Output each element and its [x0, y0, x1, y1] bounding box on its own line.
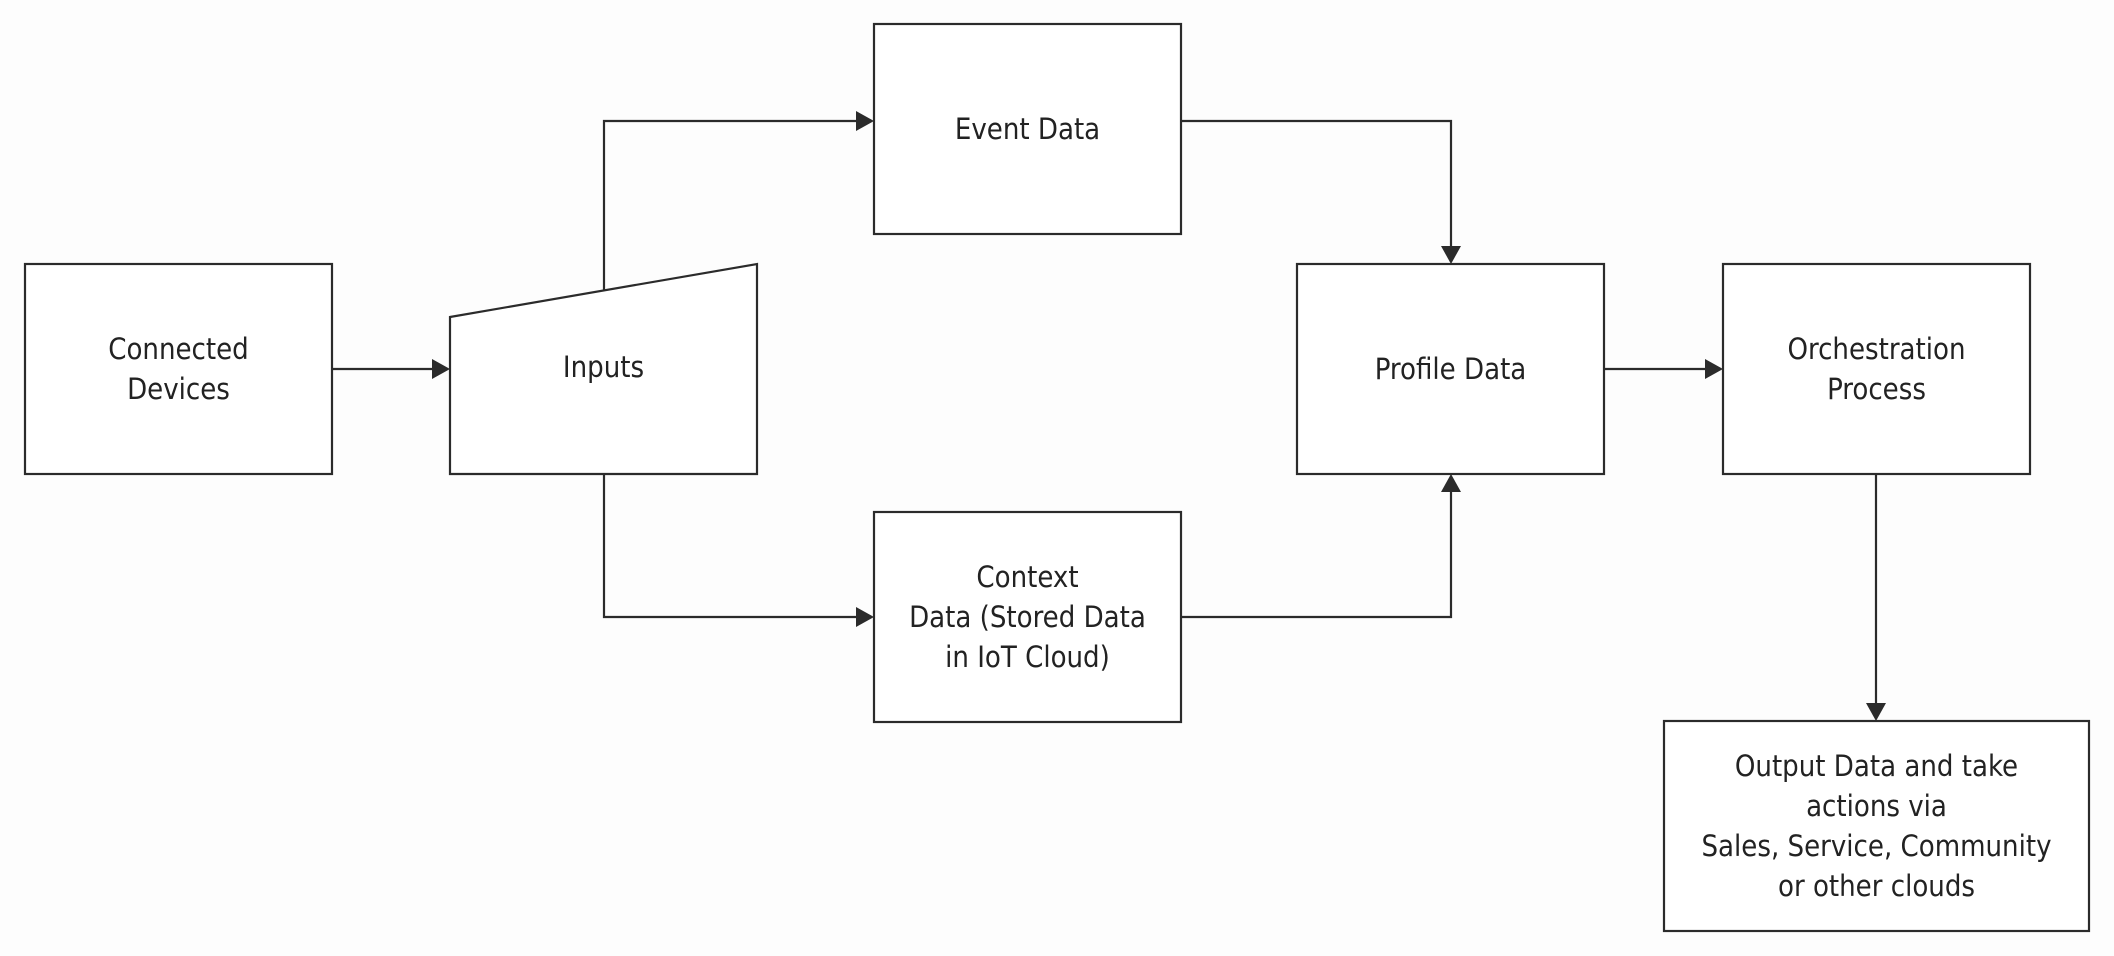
edge-profile-data-to-orchestration-process	[1604, 359, 1723, 379]
edge-event-data-to-profile-data	[1181, 119, 1461, 264]
edge-inputs-to-context-data	[602, 474, 874, 627]
edge-connected-devices-to-inputs	[332, 359, 450, 379]
edge-orchestration-process-to-output-data	[1866, 474, 1886, 721]
orchestration-process-label: Orchestration Process	[1787, 332, 1966, 406]
event-data-label: Event Data	[954, 112, 1101, 146]
output-data-box	[1662, 719, 2091, 933]
profile-data-label: Profile Data	[1374, 352, 1527, 386]
orchestration-process-box	[1721, 262, 2032, 476]
edge-inputs-to-event-data	[602, 111, 874, 290]
context-data-label: Context Data (Stored Data in IoT Cloud)	[909, 560, 1146, 674]
edge-context-data-to-profile-data	[1181, 474, 1461, 619]
inputs-trapezoid-shape	[448, 262, 759, 476]
event-data-box	[872, 22, 1183, 236]
inputs-label: Inputs	[562, 350, 645, 384]
connected-devices-label: Connected Devices	[108, 332, 249, 406]
output-data-label: Output Data and take actions via Sales, …	[1701, 749, 2052, 903]
profile-data-box	[1295, 262, 1606, 476]
connected-devices-box	[23, 262, 334, 476]
context-data-box	[872, 510, 1183, 724]
